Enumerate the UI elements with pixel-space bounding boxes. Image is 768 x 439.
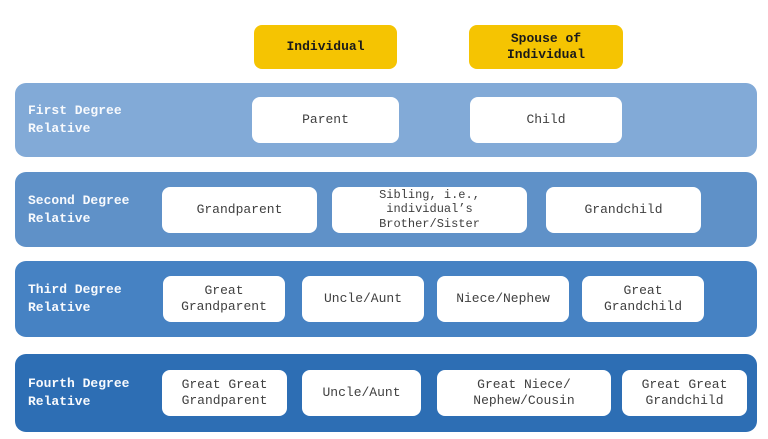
band-fourth-degree: Fourth Degree Relative Great Great Grand… xyxy=(15,354,757,432)
band-first-degree-label: First Degree Relative xyxy=(28,102,122,136)
relative-box-great-grandparent: Great Grandparent xyxy=(163,276,285,322)
relative-box-sibling: Sibling, i.e., individual’s Brother/Sist… xyxy=(332,186,527,233)
relative-box-great-great-grandchild: Great Great Grandchild xyxy=(622,370,747,416)
relative-box-niece-nephew: Niece/Nephew xyxy=(437,276,569,322)
band-third-degree-label: Third Degree Relative xyxy=(28,281,122,315)
band-second-degree: Second Degree Relative Grandparent Sibli… xyxy=(15,172,757,247)
spouse-of-individual-box: Spouse of Individual xyxy=(469,25,623,69)
individual-box: Individual xyxy=(254,25,397,69)
band-second-degree-label: Second Degree Relative xyxy=(28,192,130,226)
relative-box-uncle-aunt-4th: Uncle/Aunt xyxy=(302,370,421,416)
relative-box-great-great-grandparent: Great Great Grandparent xyxy=(162,370,287,416)
band-third-degree: Third Degree Relative Great Grandparent … xyxy=(15,261,757,337)
relative-box-great-niece-nephew-cousin: Great Niece/ Nephew/Cousin xyxy=(437,370,611,416)
relative-box-grandchild: Grandchild xyxy=(546,186,701,233)
relative-box-parent: Parent xyxy=(252,97,399,143)
band-fourth-degree-label: Fourth Degree Relative xyxy=(28,375,130,409)
band-first-degree: First Degree Relative Parent Child xyxy=(15,83,757,157)
relative-box-great-grandchild: Great Grandchild xyxy=(582,276,704,322)
relative-box-uncle-aunt: Uncle/Aunt xyxy=(302,276,424,322)
relative-box-grandparent: Grandparent xyxy=(162,186,317,233)
relative-box-child: Child xyxy=(470,97,622,143)
